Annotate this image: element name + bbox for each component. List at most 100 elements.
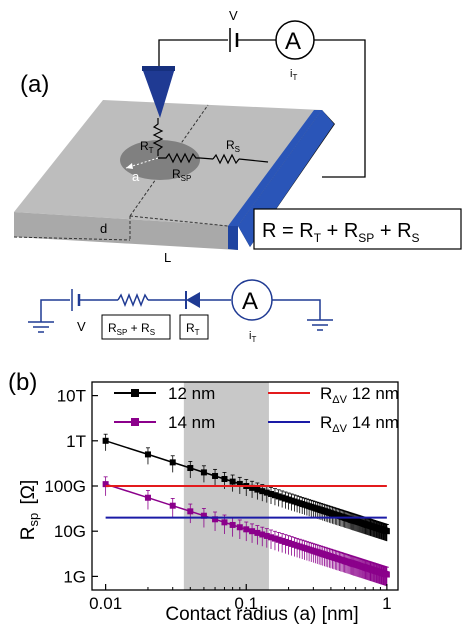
y-tick-label: 100G — [44, 477, 86, 496]
top-voltage-label: V — [229, 8, 238, 23]
circuit-voltage-label: V — [77, 319, 86, 334]
series-point — [383, 571, 390, 578]
circuit-wire-5 — [272, 299, 321, 320]
series-point — [254, 529, 261, 536]
series-point — [243, 526, 250, 533]
series-point — [383, 528, 390, 535]
thickness-label: d — [100, 221, 107, 236]
rs-wire-left — [199, 157, 214, 160]
contact-radius-arrow — [125, 157, 159, 169]
series-point — [187, 465, 194, 472]
series-point — [275, 493, 282, 500]
equation-box — [253, 208, 462, 250]
contact-area — [120, 140, 200, 180]
y-axis-label: Rsp [Ω] — [18, 480, 41, 541]
y-tick-label: 10G — [54, 522, 86, 541]
rs-label: RS — [226, 138, 240, 154]
circuit-ammeter-symbol: A — [242, 288, 258, 315]
electrode-top — [228, 110, 322, 226]
series-point — [275, 536, 282, 543]
chart-tick-layer: 0.01 0.1 1 1G 10G 100G 1T 10T — [44, 387, 391, 613]
series-point — [236, 524, 243, 531]
afm-tip-base — [142, 66, 175, 71]
series-point — [229, 478, 236, 485]
circuit-box-rsp-rs — [101, 314, 171, 340]
series-point — [212, 516, 219, 523]
circuit-diode-icon — [186, 292, 200, 308]
series-point — [169, 502, 176, 509]
series-point — [282, 495, 289, 502]
legend-label: RΔV 14 nm — [320, 413, 399, 435]
series-point — [271, 535, 278, 542]
top-current-label: iT — [290, 68, 297, 82]
series-point — [229, 521, 236, 528]
y-tick-label: 1G — [63, 567, 86, 586]
series-point — [268, 534, 275, 541]
series-point — [200, 512, 207, 519]
section-line-bottom — [13, 236, 131, 241]
legend-label: 14 nm — [168, 413, 215, 432]
series-point — [271, 492, 278, 499]
y-tick-label: 10T — [57, 387, 86, 406]
equation-text: R = RT + RSP + RS — [262, 220, 420, 245]
series-point — [169, 459, 176, 466]
rsp-resistor — [158, 152, 200, 164]
electrode-front — [228, 226, 238, 250]
series-point — [279, 537, 286, 544]
chart-series-layer — [102, 433, 390, 587]
top-ammeter-symbol: A — [285, 28, 301, 55]
chart: 0.01 0.1 1 1G 10G 100G 1T 10T 12 nm RΔV 12 nm 14 … — [18, 381, 399, 625]
series-point — [263, 489, 270, 496]
series-point — [144, 494, 151, 501]
rt-resistor — [152, 118, 164, 156]
length-label: L — [164, 250, 171, 265]
circuit-current-label: iT — [249, 330, 256, 344]
legend-marker — [131, 389, 139, 397]
series-point — [144, 451, 151, 458]
circuit-wire-1 — [40, 299, 70, 322]
series-point — [249, 528, 256, 535]
x-tick-label: 1 — [382, 594, 391, 613]
series-point — [102, 437, 109, 444]
series-point — [212, 472, 219, 479]
top-circuit-wire-right — [314, 39, 366, 178]
series-point — [187, 508, 194, 515]
series-point — [102, 481, 109, 488]
chart-reference-layer — [105, 485, 387, 519]
top-circuit-wire-left — [158, 39, 228, 66]
x-tick-label: 0.1 — [234, 594, 258, 613]
series-point — [249, 484, 256, 491]
afm-tip-icon — [142, 68, 175, 118]
panel-b-label: (b) — [8, 369, 37, 396]
series-point — [268, 490, 275, 497]
series-point — [221, 519, 228, 526]
y-tick-label: 1T — [66, 432, 86, 451]
legend-label: RΔV 12 nm — [320, 384, 399, 406]
series-point — [236, 480, 243, 487]
panel-b: (b) 0.01 0.1 1 1G 10G 100G 1T 10T 12 nm RΔV 12 n… — [8, 369, 399, 625]
equivalent-circuit: V A iT RSP + RS RT — [28, 279, 333, 344]
rt-label: RT — [140, 139, 154, 155]
legend-marker — [131, 418, 139, 426]
rsp-label: RSP — [172, 167, 191, 183]
legend-label: 12 nm — [168, 384, 215, 403]
circuit-box-rt-label: RT — [186, 321, 200, 337]
series-point — [279, 494, 286, 501]
circuit-box-rt — [179, 314, 209, 340]
series-point — [221, 475, 228, 482]
slab-front-face — [14, 212, 238, 250]
series-point — [259, 488, 266, 495]
series-point — [282, 538, 289, 545]
rs-resistor — [212, 153, 240, 165]
contact-radius-arrowhead — [126, 163, 133, 169]
circuit-resistor-icon — [117, 292, 149, 308]
contact-radius-label: a — [132, 169, 140, 184]
series-point — [200, 469, 207, 476]
x-tick-label: 0.01 — [89, 594, 122, 613]
section-line-top — [129, 215, 229, 227]
x-axis-label: Contact radius (a) [nm] — [165, 604, 358, 625]
chart-legend: 12 nm RΔV 12 nm 14 nm RΔV 14 nm — [114, 384, 399, 435]
panel-a: (a) a RT RSP RS V — [13, 8, 462, 344]
rs-wire-right — [238, 158, 269, 163]
